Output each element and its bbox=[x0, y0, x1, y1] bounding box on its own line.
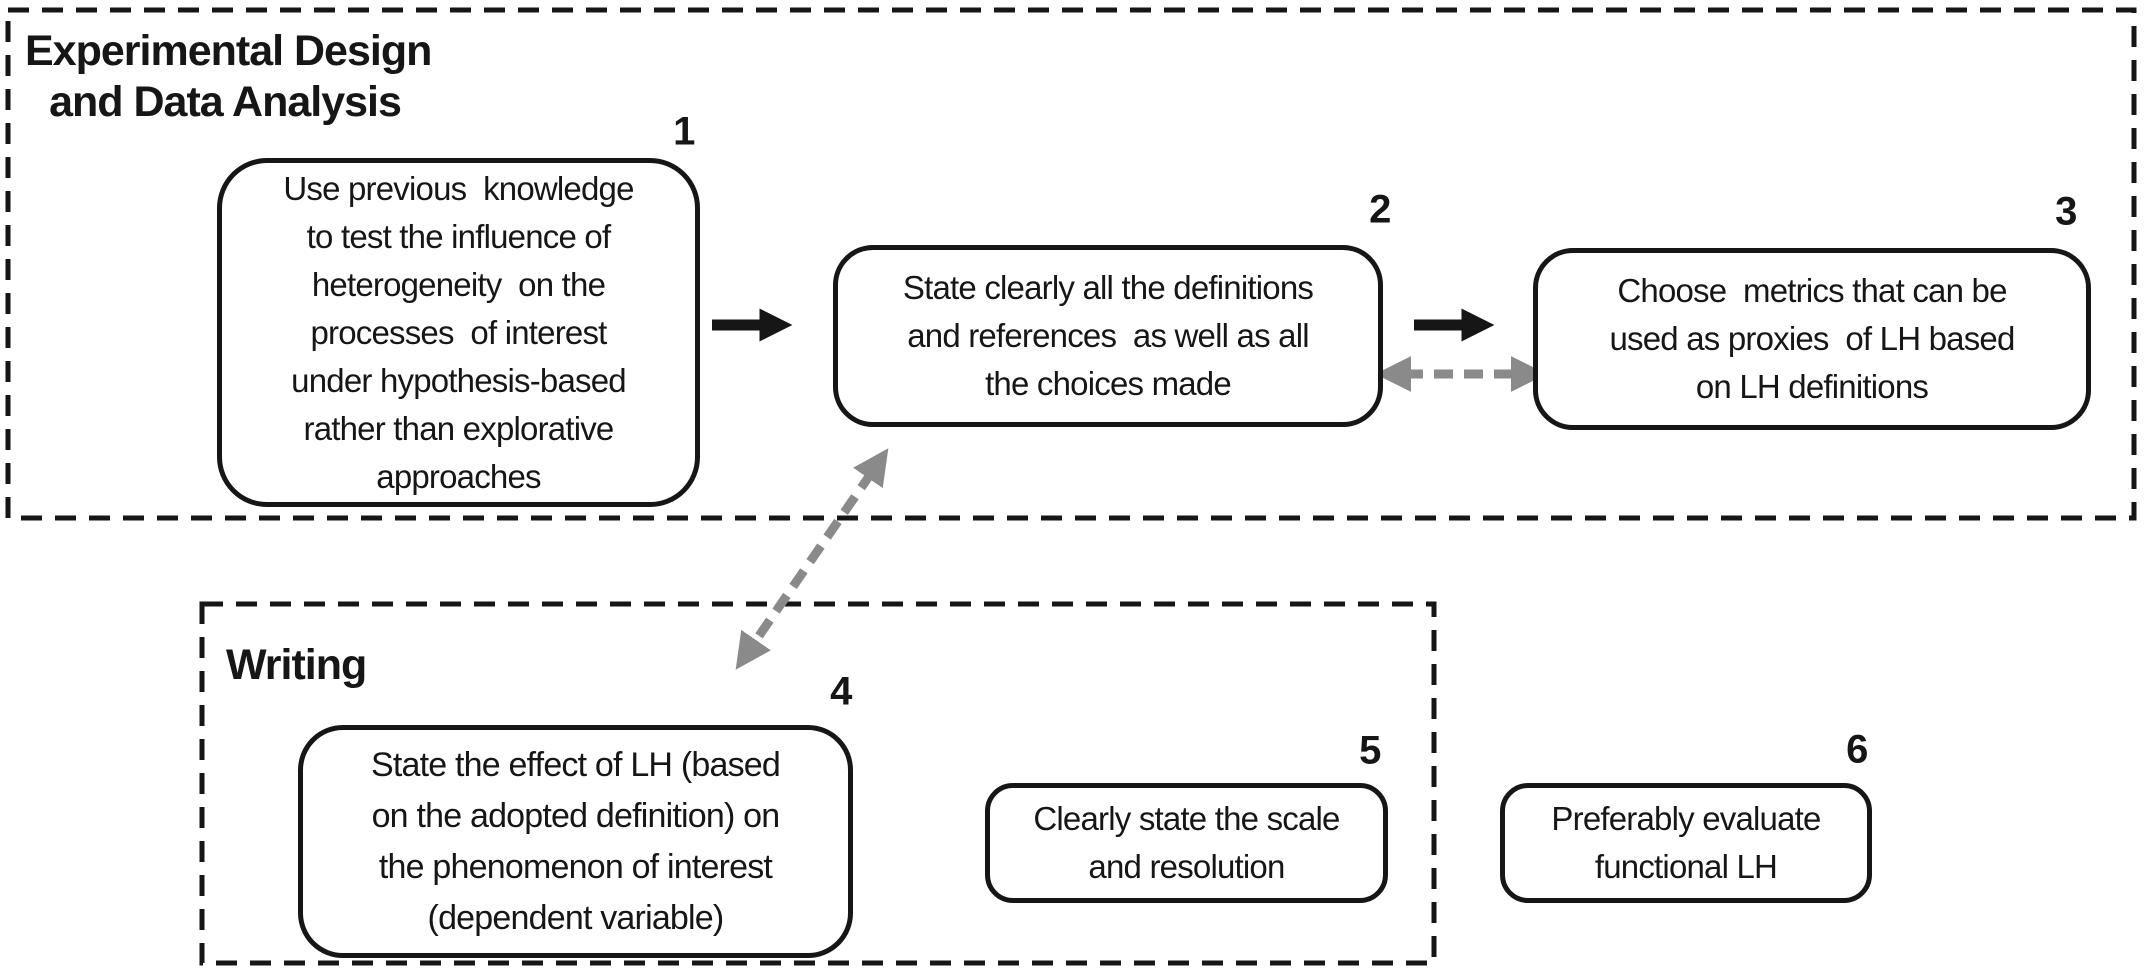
step-number-1: 1 bbox=[673, 109, 695, 154]
step-box-6: Preferably evaluate functional LH bbox=[1500, 783, 1872, 903]
step-box-3: Choose metrics that can be used as proxi… bbox=[1533, 248, 2091, 430]
step-number-6: 6 bbox=[1846, 727, 1868, 772]
section-title-experimental-design: Experimental Design and Data Analysis bbox=[25, 27, 432, 126]
section-border-experimental-design bbox=[5, 7, 2137, 521]
section-title-writing: Writing bbox=[226, 641, 367, 689]
step-box-2: State clearly all the definitions and re… bbox=[833, 245, 1383, 427]
arrow-2-4-dashed-bidirectional bbox=[735, 448, 889, 670]
step-box-1: Use previous knowledge to test the influ… bbox=[217, 158, 700, 507]
step-number-4: 4 bbox=[830, 669, 852, 714]
step-number-3: 3 bbox=[2055, 189, 2077, 234]
step-box-5: Clearly state the scale and resolution bbox=[985, 783, 1388, 903]
step-number-5: 5 bbox=[1359, 728, 1381, 773]
step-box-4: State the effect of LH (based on the ado… bbox=[298, 725, 853, 958]
step-number-2: 2 bbox=[1369, 187, 1391, 232]
